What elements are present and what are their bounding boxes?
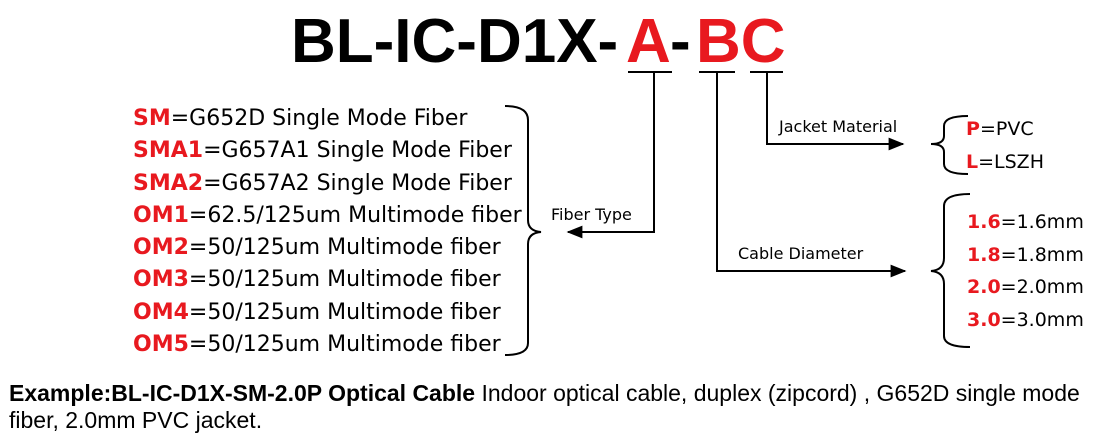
jacket-material-brace [930, 115, 969, 175]
fiber-type-option-code: SMA1 [133, 138, 204, 164]
fiber-type-option: SM=G652D Single Mode Fiber [133, 103, 522, 135]
fiber-type-option-code: OM3 [133, 267, 189, 293]
cable-diameter-label: Cable Diameter [738, 244, 864, 263]
fiber-type-option: OM4=50/125um Multimode fiber [133, 297, 522, 329]
model-code-title: BL-IC-D1X- A - BC [0, 0, 1111, 80]
example-model: Example:BL-IC-D1X-SM-2.0P Optical Cable [9, 380, 476, 406]
cable-diameter-option: 2.0=2.0mm [967, 271, 1084, 304]
jacket-material-option: P=PVC [966, 113, 1044, 146]
cable-diameter-brace [930, 193, 971, 348]
jacket-material-option: L=LSZH [966, 146, 1044, 179]
jacket-material-label: Jacket Material [779, 117, 898, 136]
cable-diameter-option: 1.6=1.6mm [967, 206, 1084, 239]
example-text: Indoor optical cable, duplex (zipcord) ,… [9, 380, 1080, 433]
title-code-a: A [626, 7, 671, 76]
fiber-type-option-desc: =50/125um Multimode fiber [188, 267, 501, 293]
fiber-type-arrow [566, 72, 655, 239]
fiber-type-option-code: OM4 [133, 299, 189, 325]
fiber-type-option-code: OM2 [133, 235, 189, 261]
jacket-material-option-code: L [966, 150, 979, 173]
fiber-type-option-code: OM5 [133, 332, 189, 358]
cable-diameter-option-code: 1.8 [967, 243, 1001, 266]
fiber-type-option-desc: =G652D Single Mode Fiber [170, 106, 468, 131]
fiber-type-option: OM5=50/125um Multimode fiber [133, 329, 522, 361]
fiber-type-option-desc: =G657A1 Single Mode Fiber [203, 138, 512, 164]
fiber-type-option: OM2=50/125um Multimode fiber [133, 232, 522, 264]
fiber-type-option: SMA1=G657A1 Single Mode Fiber [133, 135, 522, 167]
cable-diameter-option-desc: =1.8mm [1000, 243, 1084, 266]
fiber-type-option: OM1=62.5/125um Multimode fiber [133, 200, 522, 232]
title-dash: - [670, 7, 691, 76]
jacket-material-arrow [766, 72, 905, 151]
fiber-type-option-desc: =G657A2 Single Mode Fiber [203, 170, 512, 196]
cable-diameter-option: 1.8=1.8mm [967, 239, 1084, 272]
fiber-type-option-code: OM1 [133, 202, 189, 228]
fiber-type-label: Fiber Type [551, 205, 632, 224]
jacket-material-option-desc: =PVC [979, 118, 1034, 140]
cable-diameter-option-code: 1.6 [967, 211, 1001, 233]
jacket-material-option-desc: =LSZH [978, 150, 1044, 173]
fiber-type-option-desc: =50/125um Multimode fiber [188, 332, 501, 358]
cable-diameter-option: 3.0=3.0mm [967, 304, 1084, 337]
fiber-type-option-desc: =62.5/125um Multimode fiber [188, 202, 522, 228]
cable-diameter-arrow [716, 72, 907, 278]
cable-diameter-option-desc: =1.6mm [1000, 211, 1084, 233]
title-prefix: BL-IC-D1X- [291, 7, 619, 76]
fiber-type-option-desc: =50/125um Multimode fiber [188, 299, 501, 325]
cable-diameter-option-desc: =3.0mm [1000, 308, 1084, 331]
fiber-type-option: OM3=50/125um Multimode fiber [133, 264, 522, 296]
fiber-type-option-desc: =50/125um Multimode fiber [188, 235, 501, 261]
jacket-material-option-code: P [966, 118, 980, 140]
cable-diameter-option-code: 3.0 [967, 308, 1001, 331]
fiber-type-option: SMA2=G657A2 Single Mode Fiber [133, 168, 522, 200]
title-code-bc: BC [696, 7, 786, 76]
cable-diameter-option-desc: =2.0mm [1000, 276, 1084, 298]
fiber-type-option-code: SM [133, 106, 171, 131]
fiber-type-option-code: SMA2 [133, 170, 204, 196]
cable-diameter-option-code: 2.0 [967, 276, 1001, 298]
example-description: Example:BL-IC-D1X-SM-2.0P Optical Cable … [9, 380, 1104, 434]
fiber-type-brace [504, 105, 542, 356]
